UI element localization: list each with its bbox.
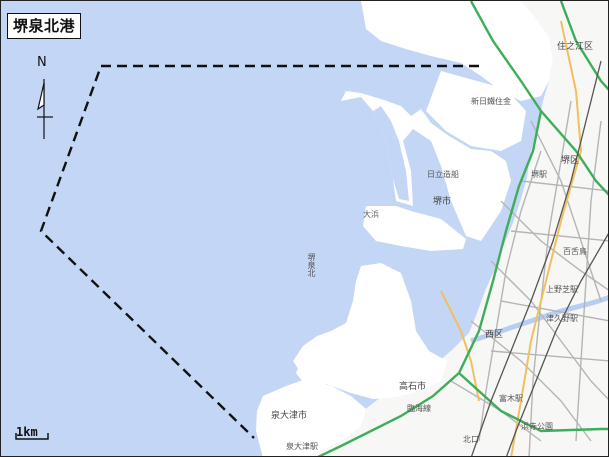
reclaimed-southwest bbox=[256, 379, 366, 456]
place-label-sakai-ku: 堺区 bbox=[561, 156, 580, 166]
place-label-takaishi: 高石市 bbox=[399, 382, 427, 392]
reclaimed-southwest-2 bbox=[296, 361, 331, 389]
place-label-nishi-ku: 西区 bbox=[485, 330, 504, 340]
place-label-sakai-senboku: 堺泉北 bbox=[307, 253, 316, 277]
scale-label: 1km bbox=[16, 425, 38, 439]
scale-bar-icon bbox=[15, 433, 49, 440]
place-label-kamino: 上野芝駅 bbox=[546, 285, 578, 294]
place-label-fuki: 富木駅 bbox=[499, 394, 523, 403]
place-label-tsukuno: 津久野駅 bbox=[546, 314, 578, 323]
reclaimed-central bbox=[363, 206, 466, 251]
place-label-shipyard: 日立造船 bbox=[427, 170, 459, 179]
place-label-suminoe: 住之江区 bbox=[557, 42, 594, 52]
map-title: 堺泉北港 bbox=[7, 13, 82, 39]
major-roads bbox=[440, 20, 583, 456]
railway-lines bbox=[471, 60, 608, 456]
place-label-izumiotsu: 泉大津市 bbox=[271, 411, 308, 421]
place-label-kitaguchi: 北口 bbox=[463, 435, 479, 444]
reclaimed-island-1 bbox=[426, 71, 526, 151]
harbor-channel bbox=[373, 106, 409, 201]
place-label-factory: 新日鐵住金 bbox=[471, 97, 511, 106]
north-label: N bbox=[37, 55, 47, 70]
place-label-ohama: 大浜 bbox=[363, 210, 379, 219]
place-label-sakai-city: 堺市 bbox=[433, 197, 452, 207]
harbor-boundary bbox=[39, 64, 479, 439]
place-label-road: 臨海線 bbox=[407, 404, 431, 413]
north-arrow-icon bbox=[37, 79, 53, 139]
reclaimed-north bbox=[361, 1, 553, 101]
place-label-mozu: 百舌鳥 bbox=[563, 247, 587, 256]
road-network bbox=[450, 100, 608, 456]
place-label-sakai-station: 堺駅 bbox=[531, 170, 547, 179]
reclaimed-south bbox=[293, 263, 447, 399]
expressway bbox=[317, 1, 608, 456]
place-label-hamadera: 浜寺公園 bbox=[521, 422, 553, 431]
place-label-otsu-station: 泉大津駅 bbox=[286, 442, 318, 451]
